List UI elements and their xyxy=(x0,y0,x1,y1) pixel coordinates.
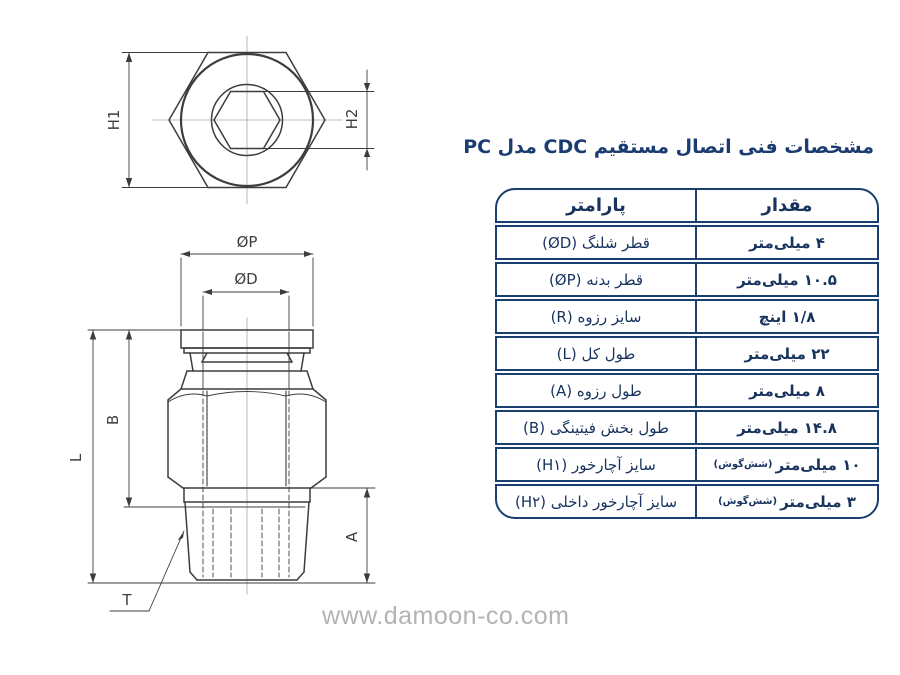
top-view: H1 H2 xyxy=(105,35,375,205)
value-cell: ۱/۸ اینچ xyxy=(697,301,877,332)
value-cell: ۳ میلی‌متر(شش‌گوش) xyxy=(697,486,877,517)
thread-lines xyxy=(212,508,280,578)
value-text: ۸ میلی‌متر xyxy=(749,381,825,400)
value-text: ۲۲ میلی‌متر xyxy=(744,344,830,363)
page-title: مشخصات فنی اتصال مستقیم CDC مدل PC xyxy=(463,136,874,158)
dim-label-h1: H1 xyxy=(105,110,123,131)
hex-socket xyxy=(213,90,281,150)
flange xyxy=(183,487,311,503)
chamfer-circle xyxy=(179,52,315,188)
dim-label-a: A xyxy=(343,531,361,542)
dim-label-op: ØP xyxy=(237,233,258,251)
parameter-cell: طول بخش فیتینگی (B) xyxy=(497,412,697,443)
value-text: ۳ میلی‌متر xyxy=(780,492,856,511)
bore-circle xyxy=(210,83,284,157)
value-text: ۴ میلی‌متر xyxy=(749,233,825,252)
parameter-cell: طول رزوه (A) xyxy=(497,375,697,406)
parameter-cell: قطر بدنه (ØP) xyxy=(497,264,697,295)
parameter-cell: سایز رزوه (R) xyxy=(497,301,697,332)
hex-nut xyxy=(167,388,327,489)
thread-section xyxy=(184,501,310,581)
value-cell: ۱۰ میلی‌متر(شش‌گوش) xyxy=(697,449,877,480)
value-text: ۱۰.۵ میلی‌متر xyxy=(737,270,837,289)
dim-label-t: T xyxy=(121,591,132,609)
bore-lines xyxy=(202,331,290,578)
technical-drawing: H1 H2 xyxy=(67,35,376,612)
side-view: ØP ØD L xyxy=(67,233,376,612)
value-text: ۱۴.۸ میلی‌متر xyxy=(737,418,837,437)
dim-label-b: B xyxy=(104,415,122,425)
table-row: قطر شلنگ (ØD) ۴ میلی‌متر xyxy=(495,225,879,260)
table-row: قطر بدنه (ØP) ۱۰.۵ میلی‌متر xyxy=(495,262,879,297)
parameter-cell: قطر شلنگ (ØD) xyxy=(497,227,697,258)
parameter-cell: طول کل (L) xyxy=(497,338,697,369)
value-cell: ۱۴.۸ میلی‌متر xyxy=(697,412,877,443)
value-text: ۱۰ میلی‌متر xyxy=(775,455,861,474)
watermark: www.damoon-co.com xyxy=(322,602,570,630)
dim-label-l: L xyxy=(67,453,85,462)
parameter-cell: سایز آچارخور (H۱) xyxy=(497,449,697,480)
dim-label-h2: H2 xyxy=(343,109,361,130)
table-row: سایز آچارخور (H۱)۱۰ میلی‌متر(شش‌گوش) xyxy=(495,447,879,482)
table-row: سایز رزوه (R) ۱/۸ اینچ xyxy=(495,299,879,334)
table-row: طول رزوه (A) ۸ میلی‌متر xyxy=(495,373,879,408)
value-cell: ۱۰.۵ میلی‌متر xyxy=(697,264,877,295)
table-row: سایز آچارخور داخلی (H۲)۳ میلی‌متر(شش‌گوش… xyxy=(495,484,879,519)
column-header-value: مقدار xyxy=(761,195,813,216)
table-header-row: پارامتر مقدار xyxy=(495,188,879,223)
table-row: طول کل (L) ۲۲ میلی‌متر xyxy=(495,336,879,371)
column-header-parameter: پارامتر xyxy=(497,190,697,221)
value-cell: ۸ میلی‌متر xyxy=(697,375,877,406)
value-note: (شش‌گوش) xyxy=(718,496,778,507)
value-note: (شش‌گوش) xyxy=(713,459,773,470)
value-cell: ۲۲ میلی‌متر xyxy=(697,338,877,369)
parameter-cell: سایز آچارخور داخلی (H۲) xyxy=(497,486,697,517)
dim-label-od: ØD xyxy=(234,270,257,288)
value-text: ۱/۸ اینچ xyxy=(758,307,816,326)
value-cell: ۴ میلی‌متر xyxy=(697,227,877,258)
table-row: طول بخش فیتینگی (B) ۱۴.۸ میلی‌متر xyxy=(495,410,879,445)
